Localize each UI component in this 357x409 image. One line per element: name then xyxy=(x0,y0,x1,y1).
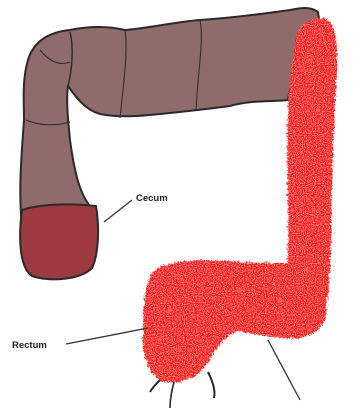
sigmoid-leader-line xyxy=(268,340,300,400)
rectum-leader-line xyxy=(66,328,148,344)
anus-left-stroke xyxy=(150,380,160,392)
cecum-label: Cecum xyxy=(136,193,168,204)
rectum-inner-stroke xyxy=(170,382,174,408)
rectum-label: Rectum xyxy=(12,340,47,351)
healthy-colon-segment xyxy=(20,8,322,225)
cecum-leader-line xyxy=(104,200,132,222)
anus-right-stroke xyxy=(208,372,215,398)
cecum-region xyxy=(20,204,98,279)
